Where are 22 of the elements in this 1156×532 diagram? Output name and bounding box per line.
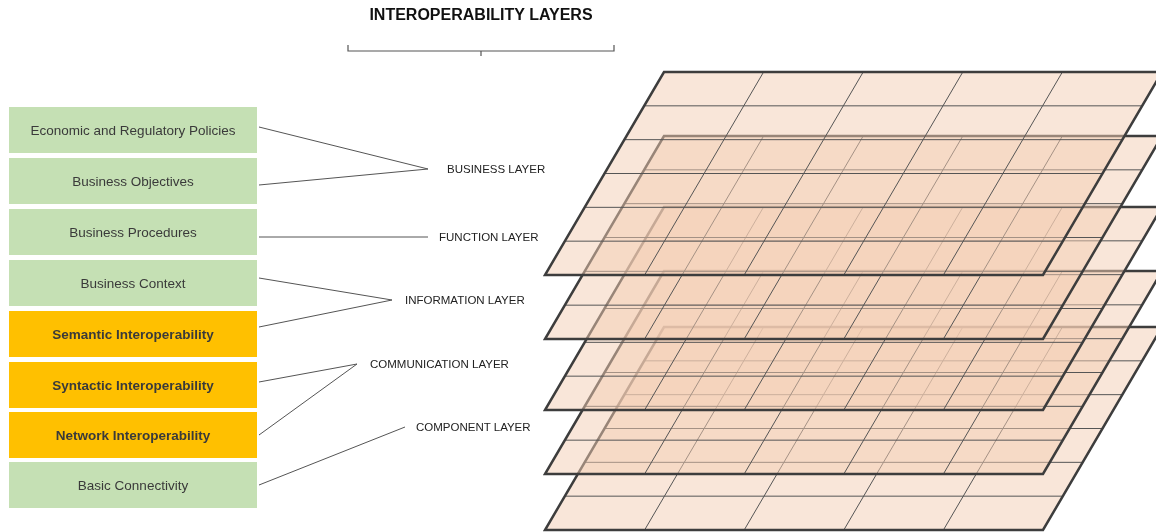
connector-line	[258, 236, 429, 238]
layer-label: FUNCTION LAYER	[428, 229, 539, 245]
interoperability-box: Semantic Interoperability	[9, 311, 257, 357]
connector-line	[258, 168, 429, 186]
connector-line	[258, 363, 358, 436]
connector-line	[258, 363, 358, 383]
layer-label: COMPONENT LAYER	[405, 419, 531, 435]
policy-box: Economic and Regulatory Policies	[9, 107, 257, 153]
interoperability-box: Syntactic Interoperability	[9, 362, 257, 408]
connector-line	[258, 426, 406, 486]
layer-label: BUSINESS LAYER	[428, 161, 546, 177]
interoperability-box: Network Interoperability	[9, 412, 257, 458]
diagram-title: INTEROPERABILITY LAYERS	[368, 6, 594, 24]
policy-box: Business Context	[9, 260, 257, 306]
layer-label: INFORMATION LAYER	[392, 292, 525, 308]
connector-line	[258, 126, 429, 170]
connector-line	[258, 299, 393, 328]
layer-label: COMMUNICATION LAYER	[357, 356, 509, 372]
policy-box: Business Objectives	[9, 158, 257, 204]
policy-box: Basic Connectivity	[9, 462, 257, 508]
policy-box: Business Procedures	[9, 209, 257, 255]
connector-line	[258, 277, 393, 301]
